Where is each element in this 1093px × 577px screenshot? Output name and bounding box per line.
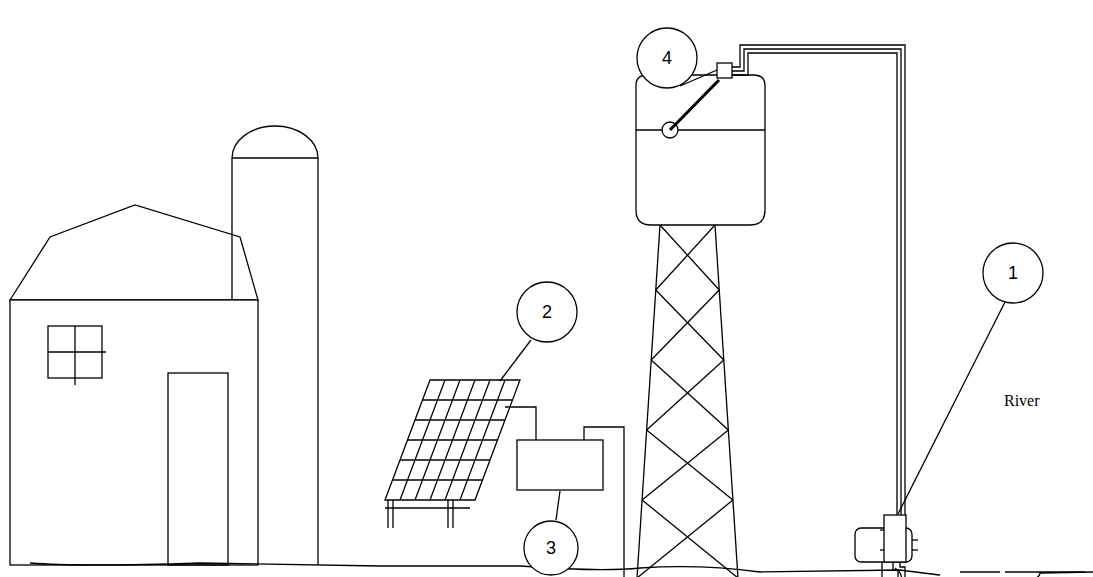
ground-line: [30, 563, 940, 575]
callout-number: 4: [662, 48, 672, 69]
river: [960, 571, 1000, 572]
water-tower: [647, 360, 724, 430]
river: [895, 568, 1093, 577]
leader-line: [500, 340, 531, 381]
water-tank: [636, 129, 765, 130]
callout-outline: [983, 243, 1043, 303]
solar-panel: [385, 507, 470, 508]
water-tower: [647, 430, 733, 500]
water-tower: [637, 500, 733, 577]
part-label: River: [1003, 392, 1041, 410]
farmhouse: [74, 326, 75, 385]
solar-panel: [415, 419, 505, 420]
ground-line: [30, 563, 940, 575]
river: [895, 568, 1093, 577]
solar-panel: [452, 500, 453, 528]
pump: [880, 549, 884, 550]
callout-outline: [524, 521, 578, 575]
solar-panel: [385, 380, 520, 500]
pump: [880, 515, 906, 562]
solar-panel: [392, 500, 393, 528]
callout-outline: [637, 28, 697, 88]
pipe: [893, 562, 898, 577]
leader-line: [898, 302, 1005, 514]
farmhouse: [10, 300, 258, 565]
callout-number: 3: [546, 538, 556, 559]
wiring: [584, 427, 912, 577]
pump: [880, 529, 884, 530]
farmhouse: [10, 205, 258, 565]
solar-panel: [408, 439, 498, 440]
callout-circle: 2: [515, 280, 579, 344]
silo: [232, 126, 318, 565]
wiring: [505, 407, 912, 577]
callout-circle: 4: [635, 26, 699, 90]
silo: [232, 126, 318, 565]
solar-panel: [423, 399, 513, 400]
solar-panel: [393, 479, 483, 480]
float-switch: [670, 80, 719, 130]
leader-line: [556, 491, 560, 520]
solar-panel: [447, 500, 448, 528]
solar-panel: [400, 459, 490, 460]
water-tower: [637, 225, 738, 577]
pipe: [732, 45, 905, 520]
pipe: [900, 562, 905, 577]
water-tower: [637, 225, 660, 577]
water-tower: [651, 290, 719, 360]
callout-outline: [517, 282, 577, 342]
float-switch: [717, 63, 732, 78]
water-tower: [656, 225, 715, 290]
solar-panel: [385, 380, 520, 528]
water-tower: [651, 360, 728, 430]
pump-motor: [912, 539, 918, 540]
callout-number: 2: [542, 302, 552, 323]
controller-box: [517, 440, 603, 490]
controller-box: [517, 440, 603, 490]
pipe: [732, 49, 901, 520]
callout-number: 1: [1008, 263, 1018, 284]
leader-line: [500, 70, 1005, 520]
water-tank: [636, 75, 765, 225]
water-tower: [715, 225, 738, 577]
water-tower: [660, 225, 719, 290]
farmhouse: [48, 351, 106, 352]
callout-circle: 1: [981, 241, 1045, 305]
water-tower: [642, 500, 738, 577]
pipe: [732, 45, 905, 577]
solar-panel: [387, 500, 388, 528]
wiring: [505, 407, 536, 440]
pipe: [732, 53, 897, 520]
pump-motor: [912, 549, 918, 550]
river: [1005, 571, 1085, 572]
callout-circle: 3: [522, 519, 580, 577]
pump: [884, 515, 906, 562]
water-tower: [642, 430, 728, 500]
farmhouse: [168, 373, 228, 565]
silo: [232, 157, 318, 158]
farmhouse: [10, 205, 258, 300]
water-tower: [656, 290, 724, 360]
water-tank: [636, 75, 765, 225]
